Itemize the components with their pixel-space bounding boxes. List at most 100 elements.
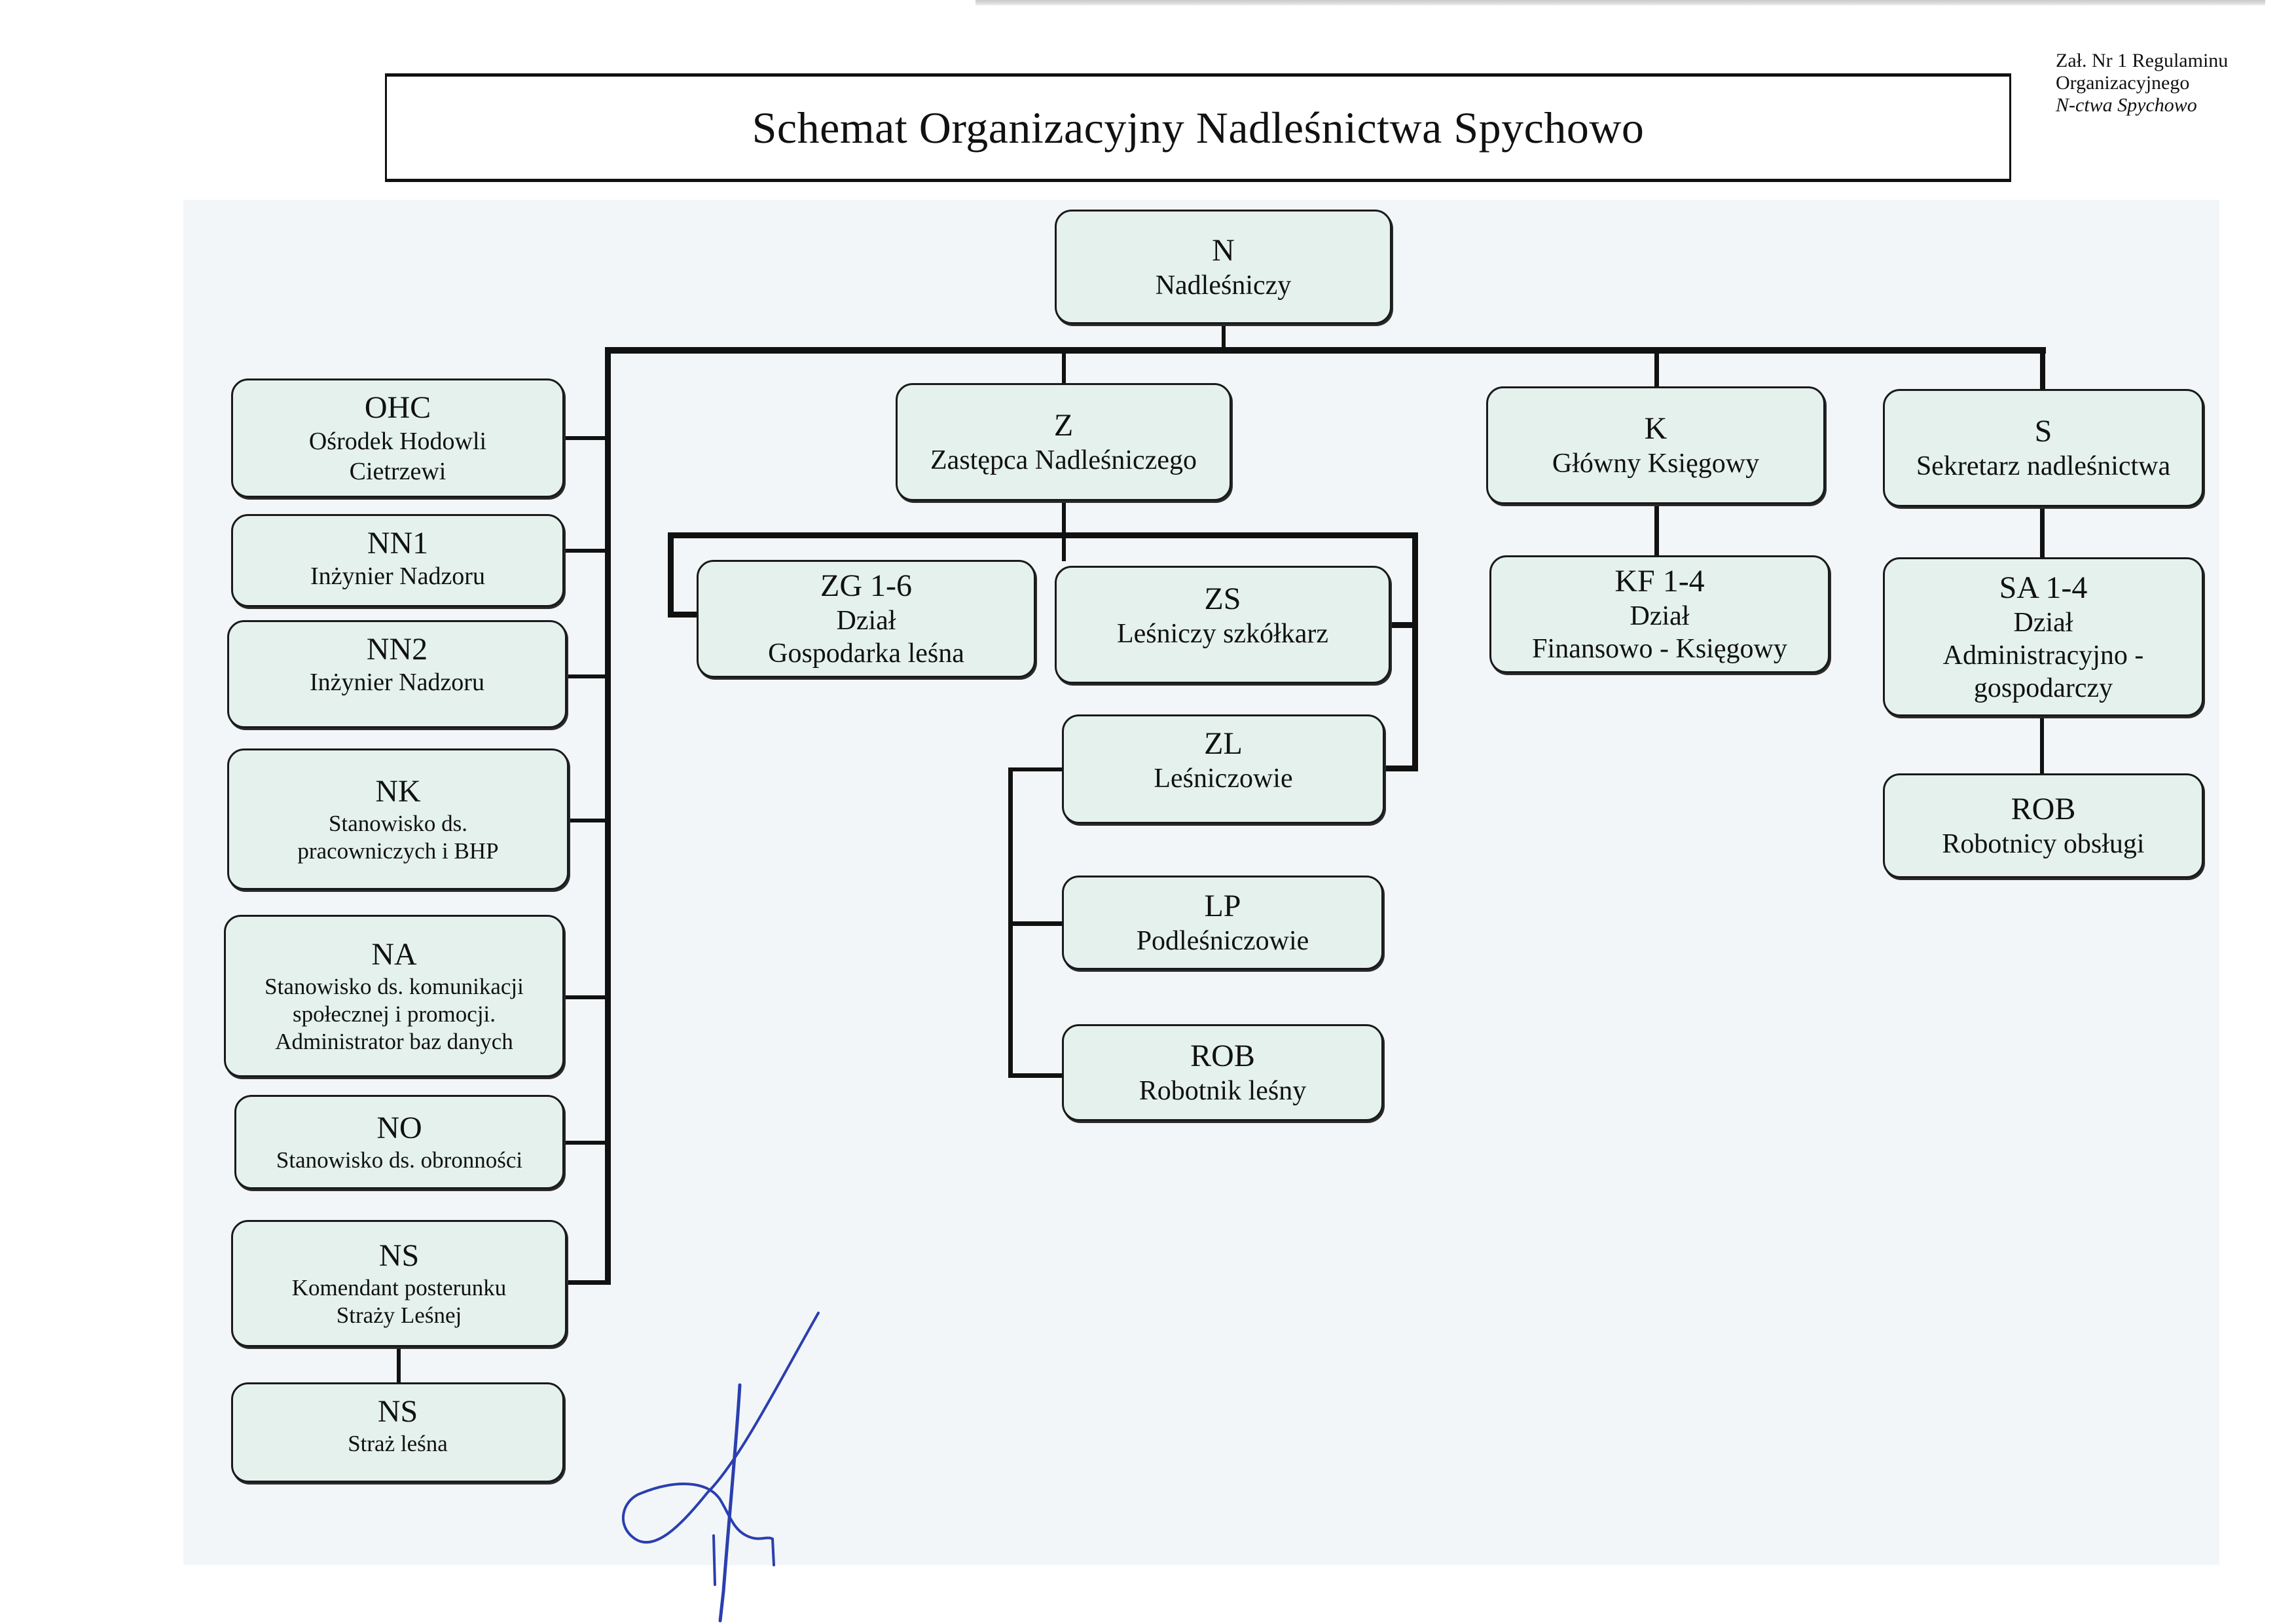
node-label: Finansowo - Księgowy [1532, 634, 1787, 664]
connector-sa-rob2 [2040, 716, 2044, 775]
node-code: NN1 [367, 526, 429, 561]
connector-main-vertical [605, 347, 611, 1285]
node-lp: LP Podleśniczowie [1062, 876, 1383, 970]
node-nk: NK Stanowisko ds. pracowniczych i BHP [227, 748, 569, 890]
node-nn2: NN2 Inżynier Nadzoru [227, 620, 567, 728]
signature-stroke-vertical [718, 1383, 742, 1623]
node-code: K [1644, 411, 1667, 446]
node-label: Stanowisko ds. komunikacji [264, 974, 524, 999]
connector-zs [1391, 622, 1418, 628]
node-label: Inżynier Nadzoru [310, 563, 485, 590]
node-code: ROB [1190, 1039, 1255, 1073]
node-label: Straży Leśnej [336, 1302, 462, 1328]
node-code: OHC [364, 390, 431, 425]
node-zs: ZS Leśniczy szkółkarz [1055, 566, 1391, 684]
node-code: NA [371, 937, 417, 972]
node-code: N [1212, 232, 1235, 268]
node-label: Dział [2013, 607, 2073, 638]
node-code: NO [376, 1111, 422, 1145]
node-code: ROB [2011, 792, 2076, 826]
node-ohc: OHC Ośrodek Hodowli Cietrzewi [231, 378, 564, 498]
page-title: Schemat Organizacyjny Nadleśnictwa Spych… [752, 102, 1645, 153]
connector-nn1 [564, 549, 608, 553]
node-label: pracowniczych i BHP [297, 838, 499, 864]
node-code: ZG 1-6 [820, 568, 912, 603]
node-nn1: NN1 Inżynier Nadzoru [231, 514, 564, 607]
node-label: Zastępca Nadleśniczego [930, 445, 1197, 475]
node-code: LP [1204, 889, 1241, 923]
connector-no [564, 1141, 608, 1145]
node-s: S Sekretarz nadleśnictwa [1883, 389, 2204, 507]
annex-line-1: Zał. Nr 1 Regulaminu [2056, 50, 2229, 71]
node-label: Nadleśniczy [1155, 270, 1292, 301]
connector-s-sa [2040, 507, 2045, 559]
signature-stroke-diagonal [634, 1312, 820, 1544]
node-label: Inżynier Nadzoru [310, 669, 484, 696]
node-code: ZL [1204, 726, 1243, 761]
signature [622, 1312, 820, 1623]
annex-note: Zał. Nr 1 Regulaminu Organizacyjnego N-c… [2056, 50, 2228, 117]
connector-z-bracket-right [1412, 532, 1418, 771]
node-label: Komendant posterunku [291, 1275, 507, 1301]
connector-to-k [1654, 350, 1659, 388]
node-label: społecznej i promocji. [292, 1001, 496, 1027]
connector-zl-left [1008, 767, 1062, 771]
node-rob-obslugi: ROB Robotnicy obsługi [1883, 773, 2204, 878]
connector-ohc [564, 436, 608, 440]
node-label: Stanowisko ds. obronności [276, 1147, 523, 1173]
node-ns-komendant: NS Komendant posterunku Straży Leśnej [231, 1220, 567, 1347]
node-label: gospodarczy [1973, 673, 2113, 703]
node-label: Podleśniczowie [1136, 926, 1309, 956]
node-label: Robotnicy obsługi [1942, 829, 2145, 859]
connector-z-bracket-left [668, 532, 674, 618]
node-label: Administracyjno - [1942, 640, 2144, 671]
annex-line-3: N-ctwa Spychowo [2056, 94, 2197, 116]
node-code: S [2034, 414, 2052, 449]
connector-zg [668, 612, 698, 618]
node-label: Gospodarka leśna [768, 638, 964, 669]
node-code: Z [1053, 408, 1074, 443]
connector-ns1 [567, 1280, 610, 1285]
node-zg: ZG 1-6 Dział Gospodarka leśna [697, 560, 1036, 678]
node-na: NA Stanowisko ds. komunikacji społecznej… [224, 915, 564, 1077]
node-rob-lesny: ROB Robotnik leśny [1062, 1024, 1383, 1121]
connector-n-down [1222, 324, 1226, 352]
node-code: NN2 [366, 632, 428, 667]
node-label: Ośrodek Hodowli [308, 428, 487, 455]
node-code: NK [375, 774, 421, 809]
scan-edge [975, 0, 2265, 5]
node-code: KF 1-4 [1614, 564, 1705, 599]
node-code: NS [378, 1238, 420, 1273]
node-label: Sekretarz nadleśnictwa [1916, 451, 2171, 481]
connector-z-down [1062, 501, 1066, 561]
node-z: Z Zastępca Nadleśniczego [896, 383, 1231, 501]
node-label: Główny Księgowy [1552, 449, 1760, 479]
node-label: Dział [836, 606, 896, 636]
connector-main-horizontal [606, 347, 2046, 354]
node-n: N Nadleśniczy [1055, 210, 1392, 324]
node-no: NO Stanowisko ds. obronności [234, 1095, 564, 1189]
node-label: Leśniczowie [1154, 764, 1293, 794]
node-sa: SA 1-4 Dział Administracyjno - gospodarc… [1883, 557, 2204, 716]
node-code: SA 1-4 [1999, 570, 2088, 605]
title-box: Schemat Organizacyjny Nadleśnictwa Spych… [385, 73, 2011, 182]
node-label: Leśniczy szkółkarz [1116, 619, 1329, 649]
connector-zl-right [1385, 766, 1418, 771]
node-code: ZS [1204, 581, 1241, 616]
node-label: Stanowisko ds. [329, 811, 467, 836]
connector-z-bracket-horizontal [668, 532, 1418, 538]
node-code: NS [377, 1394, 418, 1429]
node-ns-straz: NS Straż leśna [231, 1382, 564, 1483]
connector-nn2 [567, 674, 608, 678]
annex-line-2: Organizacyjnego [2056, 72, 2190, 94]
connector-k-kf [1654, 504, 1659, 557]
node-label: Cietrzewi [349, 458, 446, 485]
signature-stroke-loop [622, 1483, 775, 1566]
signature-stroke-small [712, 1534, 716, 1586]
connector-ns1-ns2 [397, 1347, 401, 1384]
node-zl: ZL Leśniczowie [1062, 714, 1385, 824]
node-label: Dział [1630, 601, 1690, 631]
node-label: Administrator baz danych [275, 1029, 513, 1054]
connector-nk [569, 819, 608, 822]
connector-rob1 [1008, 1073, 1062, 1078]
